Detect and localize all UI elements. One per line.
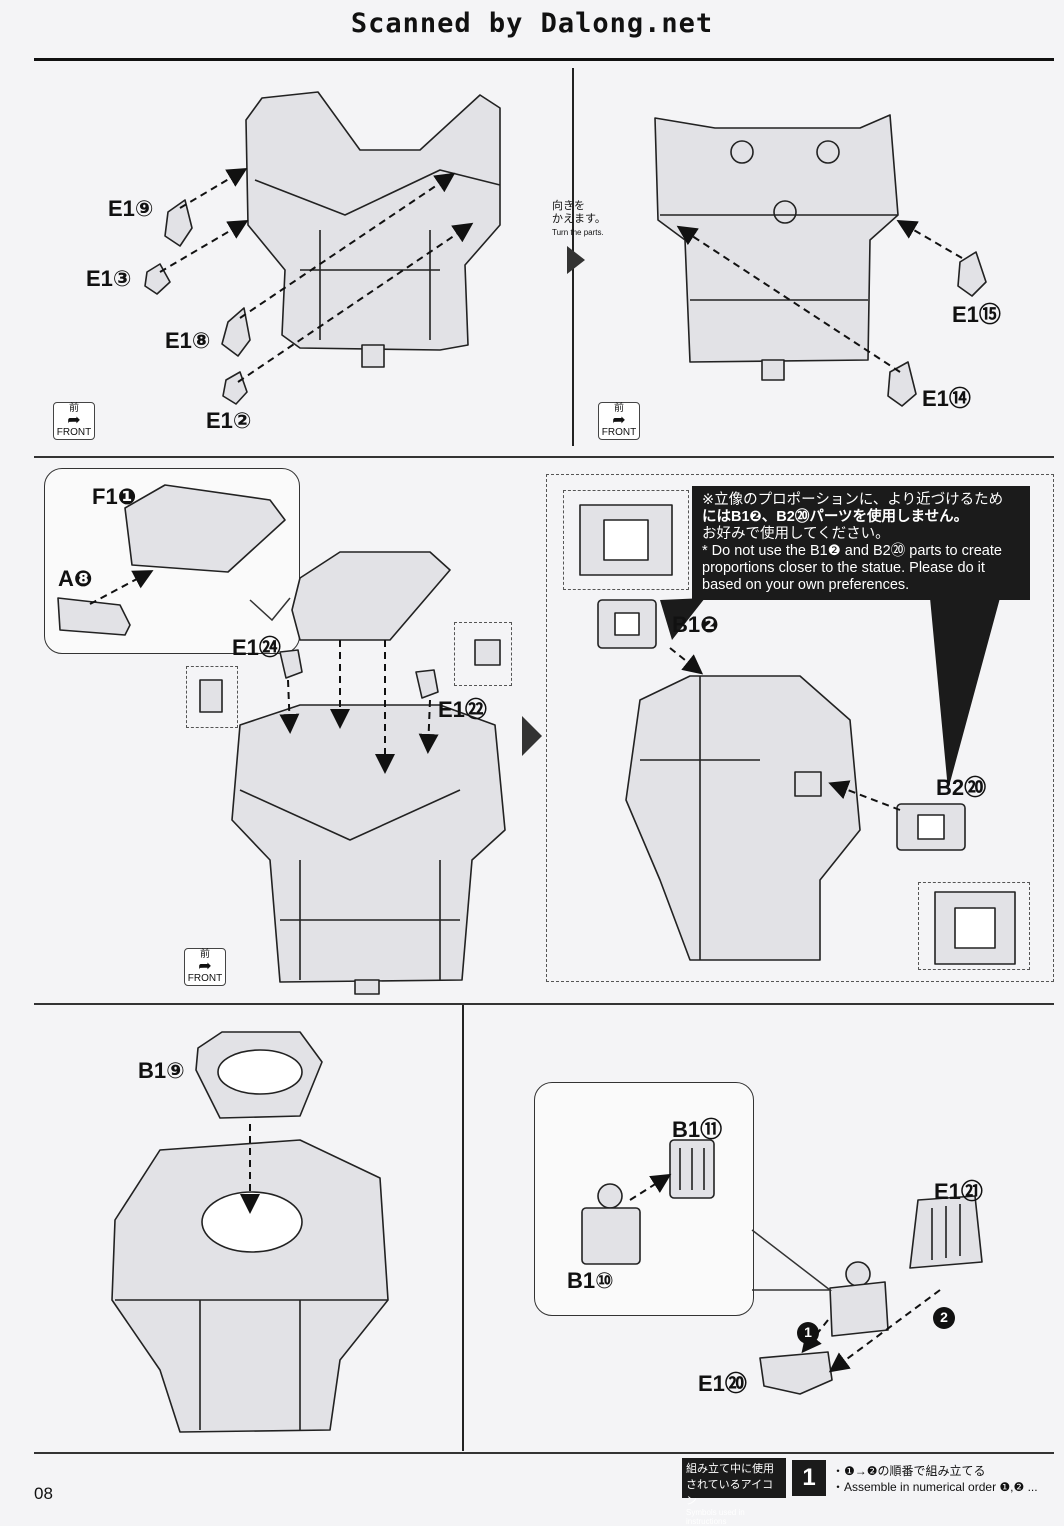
order-note-jp: ・❶→❷の順番で組み立てる — [832, 1464, 986, 1478]
part-b1-2 — [597, 599, 657, 649]
part-b1-10 — [581, 1183, 641, 1265]
label-e1-14: E1⑭ — [922, 386, 971, 411]
front-arrow-icon: ➦ — [67, 412, 81, 429]
legend-en: Symbols used in instructions — [686, 1508, 745, 1526]
part-e1-8 — [221, 307, 251, 357]
page-header-title: Scanned by Dalong.net — [350, 8, 714, 39]
label-b1-2: B1❷ — [672, 612, 719, 637]
part-e1-3 — [144, 263, 171, 295]
detail-box-b2-20 — [918, 882, 1030, 970]
torso-side-part — [625, 675, 861, 961]
label-b1-9: B1⑨ — [138, 1058, 185, 1083]
divider-h1 — [34, 456, 1054, 458]
part-b1-11 — [669, 1139, 715, 1199]
torso-back-part — [654, 114, 899, 381]
front-badge-en: FRONT — [187, 973, 223, 984]
label-b2-20: B2⑳ — [936, 775, 987, 800]
page-number: 08 — [34, 1484, 53, 1503]
turn-note-en: Turn the parts. — [552, 228, 604, 237]
legend-jp-2: されているアイコン — [686, 1479, 774, 1507]
label-b1-11: B1⑪ — [672, 1117, 723, 1142]
front-badge-en: FRONT — [56, 427, 92, 438]
note-jp-line3: お好みで使用してください。 — [702, 526, 890, 542]
next-arrow-icon — [522, 716, 542, 756]
part-a-8 — [57, 597, 131, 636]
label-e1-20: E1⑳ — [698, 1371, 747, 1396]
detail-b2-20-square — [934, 891, 1016, 965]
detail-b1-2-square — [579, 504, 673, 576]
label-e1-9: E1⑨ — [108, 196, 154, 221]
part-e1-20 — [759, 1351, 833, 1395]
turn-arrow-icon — [567, 246, 585, 274]
front-badge: 前 ➦ FRONT — [53, 402, 95, 440]
front-arrow-icon: ➦ — [612, 412, 626, 429]
part-e1-21 — [909, 1195, 983, 1269]
note-jp-line1: ※立像のプロポーションに、より近づけるため — [702, 492, 1004, 508]
part-b1-9-ring — [195, 1031, 323, 1119]
detail-box-b1-2 — [563, 490, 689, 590]
order-note-en: ・Assemble in numerical order ❶,❷ ... — [832, 1480, 1038, 1494]
label-e1-15: E1⑮ — [952, 302, 1001, 327]
label-f1-1: F1❶ — [92, 484, 137, 509]
step-2-badge: 2 — [940, 1309, 948, 1325]
part-e1-22 — [415, 669, 439, 699]
divider-bottom — [34, 1452, 1054, 1454]
label-a-8: A❽ — [58, 566, 93, 591]
note-en-line3: based on your own preferences. — [702, 577, 910, 593]
label-e1-8: E1⑧ — [165, 328, 211, 353]
header-rule — [34, 58, 1054, 61]
detail-box-e1-22 — [454, 622, 512, 686]
detail-box-e1-24 — [186, 666, 238, 728]
front-badge: 前 ➦ FRONT — [184, 948, 226, 986]
divider-h2 — [34, 1003, 1054, 1005]
legend-jp-1: 組み立て中に使用 — [686, 1463, 774, 1475]
torso-assembled-part — [231, 704, 506, 995]
statue-proportion-note: ※立像のプロポーションに、より近づけるため にはB1❷、B2⑳パーツを使用しませ… — [692, 486, 1030, 600]
part-e1-14 — [887, 361, 917, 407]
label-e1-3: E1③ — [86, 266, 132, 291]
torso-top-part — [111, 1139, 389, 1433]
part-e1-15 — [957, 251, 987, 297]
front-badge-en: FRONT — [601, 427, 637, 438]
label-e1-22: E1㉒ — [438, 697, 487, 722]
front-arrow-icon: ➦ — [198, 958, 212, 975]
step-number-icon: 1 — [792, 1460, 826, 1496]
label-e1-2: E1② — [206, 408, 252, 433]
front-badge: 前 ➦ FRONT — [598, 402, 640, 440]
symbols-legend-title: 組み立て中に使用 されているアイコン Symbols used in instr… — [682, 1458, 786, 1526]
part-f1-1 — [124, 484, 286, 573]
torso-front-part — [245, 91, 501, 368]
step-1-badge: 1 — [804, 1324, 812, 1340]
turn-note-jp: 向きを かえます。 — [552, 200, 606, 225]
part-e1-2 — [222, 371, 248, 405]
note-en-line2: proportions closer to the statue. Please… — [702, 560, 985, 576]
part-b2-20 — [896, 803, 966, 851]
detail-e1-22 — [474, 639, 501, 666]
part-e1-9 — [164, 199, 193, 247]
label-b1-10: B1⑩ — [567, 1268, 614, 1293]
detail-e1-24 — [199, 679, 223, 713]
front-badge-jp: 前 — [614, 403, 624, 414]
part-e1-24 — [279, 649, 303, 679]
part-collar — [291, 551, 451, 641]
divider-v2 — [462, 1005, 464, 1451]
note-jp-line2: にはB1❷、B2⑳パーツを使用しません。 — [702, 509, 969, 525]
assembled-neck-part — [829, 1261, 889, 1337]
label-e1-24: E1㉔ — [232, 635, 281, 660]
front-badge-jp: 前 — [69, 403, 79, 414]
note-en-line1: * Do not use the B1❷ and B2⑳ parts to cr… — [702, 543, 1002, 559]
label-e1-21: E1㉑ — [934, 1179, 983, 1204]
front-badge-jp: 前 — [200, 949, 210, 960]
